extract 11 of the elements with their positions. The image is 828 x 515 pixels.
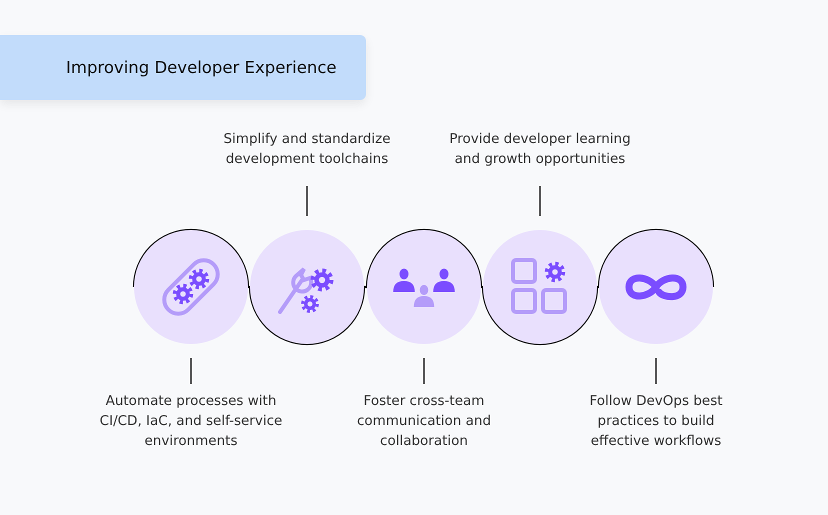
leader-line xyxy=(539,186,541,216)
step-text: Foster cross-team communication and collaboration xyxy=(356,393,492,449)
step-text: Simplify and standardize development toolchains xyxy=(223,131,391,167)
step-text: Provide developer learning and growth opportunities xyxy=(449,131,631,167)
step-text: Follow DevOps best practices to build effective workflows xyxy=(589,393,723,449)
leader-line xyxy=(423,358,425,384)
title-text: Improving Developer Experience xyxy=(66,58,337,77)
leader-line xyxy=(655,358,657,384)
step-text: Automate processes with CI/CD, IaC, and self-service environments xyxy=(100,393,282,449)
leader-line xyxy=(306,186,308,216)
leader-line xyxy=(190,358,192,384)
